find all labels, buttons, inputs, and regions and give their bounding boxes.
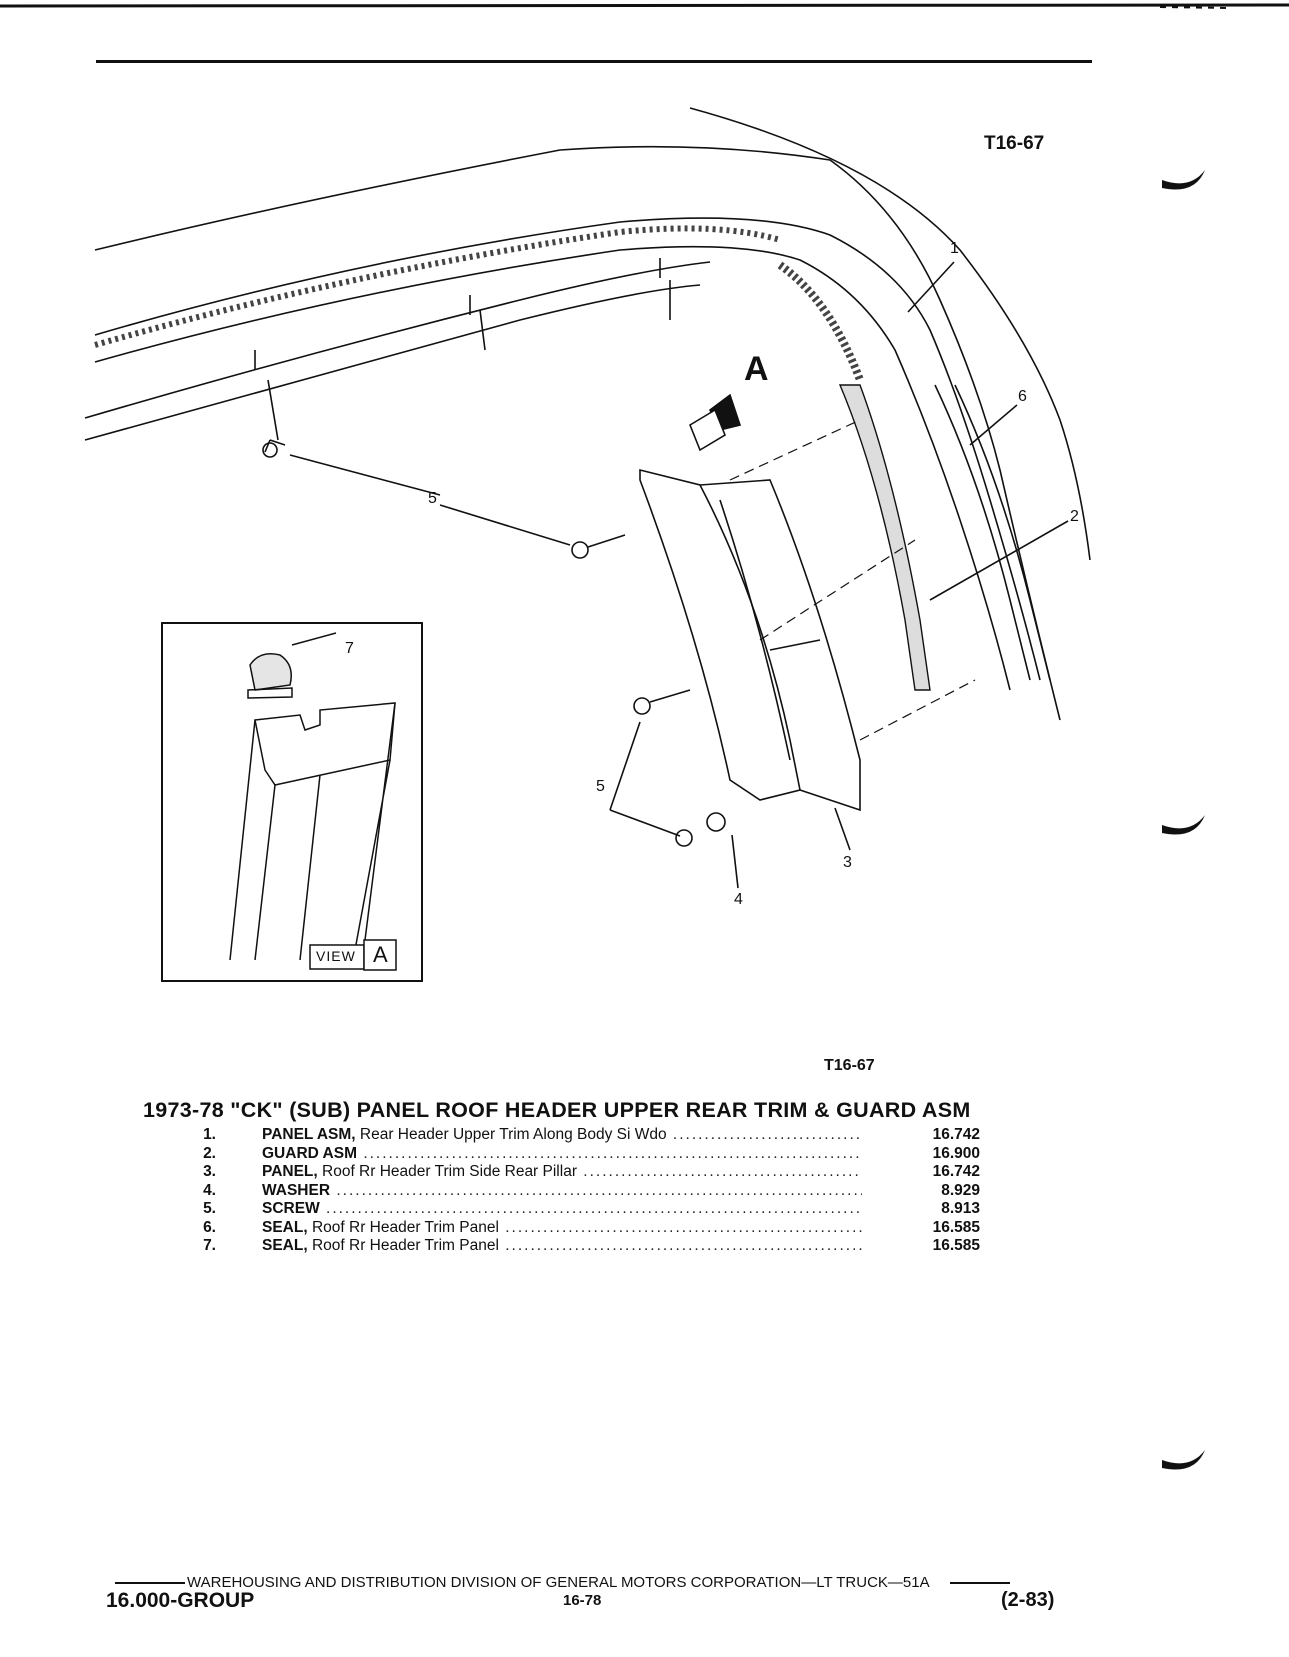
part-number: 2. [203, 1144, 216, 1162]
caption-tag: T16-67 [824, 1057, 875, 1074]
part-description: SEAL, Roof Rr Header Trim Panel ........… [262, 1237, 862, 1256]
view-label: VIEW [316, 948, 356, 964]
part-detail: Roof Rr Header Trim Panel [307, 1218, 499, 1236]
date-code: (2-83) [1001, 1589, 1055, 1611]
part-name: WASHER [262, 1181, 331, 1199]
group-label: 16.000-GROUP [106, 1589, 255, 1612]
binder-tab-mark [1162, 1450, 1205, 1470]
part-name: SEAL, [262, 1218, 308, 1236]
callout-1: 1 [950, 240, 959, 257]
parts-row: 7. SEAL, Roof Rr Header Trim Panel ......… [190, 1237, 990, 1256]
part-description: PANEL ASM, Rear Header Upper Trim Along … [262, 1126, 862, 1145]
footer-line: WAREHOUSING AND DISTRIBUTION DIVISION OF… [115, 1574, 1010, 1591]
section-title: 1973-78 "CK" (SUB) PANEL ROOF HEADER UPP… [143, 1098, 971, 1122]
part-ref: 16.900 [932, 1144, 980, 1162]
part-ref: 16.742 [932, 1126, 980, 1143]
callout-5-lower: 5 [596, 778, 605, 795]
part-name: PANEL ASM, [262, 1126, 356, 1143]
page-number: 16-78 [563, 1592, 602, 1609]
part-description: SEAL, Roof Rr Header Trim Panel ........… [262, 1219, 862, 1238]
part-ref: 16.585 [932, 1237, 980, 1254]
leader-dots: ........................................… [505, 1237, 862, 1254]
part-detail: Roof Rr Header Trim Panel [307, 1237, 499, 1254]
part-number: 1. [203, 1126, 216, 1143]
part-number: 5. [203, 1200, 216, 1217]
top-scan-edge [0, 3, 1289, 9]
leader-dots: ........................................… [672, 1126, 862, 1143]
part-name: SCREW [262, 1200, 320, 1217]
parts-list: 1. PANEL ASM, Rear Header Upper Trim Alon… [190, 1126, 990, 1256]
part-description: PANEL, Roof Rr Header Trim Side Rear Pil… [262, 1163, 862, 1182]
view-letter: A [373, 942, 388, 967]
footer-rule-right [949, 1582, 1010, 1584]
callout-2: 2 [1070, 508, 1079, 525]
leader-dots: ........................................… [363, 1144, 862, 1162]
part-name: PANEL, [262, 1163, 318, 1180]
parts-row: 1. PANEL ASM, Rear Header Upper Trim Alon… [190, 1126, 990, 1145]
figure-tag: T16-67 [984, 133, 1045, 154]
callout-5-upper: 5 [428, 490, 437, 507]
callout-7: 7 [345, 640, 354, 657]
leader-dots: ........................................… [326, 1200, 862, 1217]
part-number: 7. [203, 1237, 216, 1254]
part-name: SEAL, [262, 1237, 308, 1254]
parts-row: 3. PANEL, Roof Rr Header Trim Side Rear P… [190, 1163, 990, 1182]
binder-tab-mark [1162, 170, 1205, 190]
callout-4: 4 [734, 891, 743, 908]
parts-row: 4. WASHER ...............................… [190, 1182, 990, 1201]
callout-arrow-a: A [744, 350, 769, 388]
part-description: SCREW ..................................… [262, 1200, 862, 1219]
part-ref: 16.585 [932, 1218, 980, 1236]
part-number: 4. [203, 1181, 216, 1199]
parts-row: 2. GUARD ASM ............................… [190, 1145, 990, 1164]
leader-dots: ........................................… [336, 1181, 862, 1199]
parts-row: 5. SCREW ................................… [190, 1200, 990, 1219]
part-description: GUARD ASM ..............................… [262, 1145, 862, 1164]
parts-row: 6. SEAL, Roof Rr Header Trim Panel ......… [190, 1219, 990, 1238]
inset-view-a [161, 622, 423, 982]
footer-rule-left [115, 1582, 185, 1584]
part-detail: Rear Header Upper Trim Along Body Si Wdo [355, 1126, 667, 1143]
parts-illustration [84, 107, 1091, 982]
part-number: 6. [203, 1218, 216, 1236]
leader-dots: ........................................… [583, 1163, 862, 1180]
callout-3: 3 [843, 854, 852, 871]
footer-text: WAREHOUSING AND DISTRIBUTION DIVISION OF… [187, 1574, 930, 1591]
part-number: 3. [203, 1163, 216, 1180]
part-description: WASHER .................................… [262, 1182, 862, 1201]
callout-6: 6 [1018, 388, 1027, 405]
part-ref: 8.913 [941, 1200, 980, 1217]
binder-tab-mark [1162, 815, 1205, 835]
header-rule [96, 60, 1092, 63]
part-name: GUARD ASM [262, 1144, 358, 1162]
part-ref: 8.929 [941, 1181, 980, 1199]
part-detail: Roof Rr Header Trim Side Rear Pillar [317, 1163, 577, 1180]
part-ref: 16.742 [932, 1163, 980, 1180]
leader-dots: ........................................… [505, 1218, 862, 1236]
